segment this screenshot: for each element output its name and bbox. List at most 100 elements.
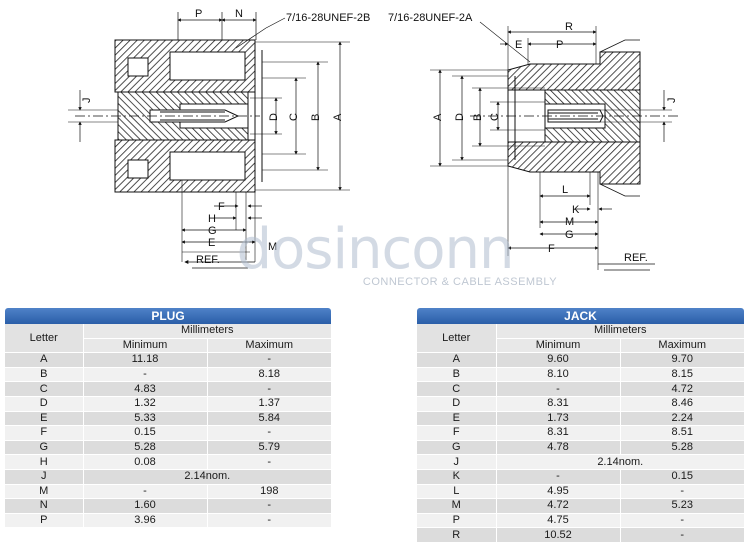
jack-thread-label: 7/16-28UNEF-2A [388,12,473,24]
maximum-cell: - [207,454,332,470]
letter-cell: B [417,367,497,383]
minimum-cell: 8.31 [496,396,621,412]
letter-cell: M [5,484,84,500]
plug-letter-header: Letter [5,324,84,354]
maximum-cell: 5.79 [207,440,332,456]
minimum-cell: 1.32 [83,396,208,412]
connector-drawings: 7/16-28UNEF-2B P N D C B A J F H G E M R… [68,8,680,271]
plug-dim-p: P [195,8,202,20]
letter-cell: F [5,425,84,441]
jack-dim-j: J [666,98,678,104]
jack-dim-c: C [489,113,501,121]
letter-cell: J [417,454,497,470]
plug-min-header: Minimum [83,338,208,354]
jack-dimension-table: JACK Letter Millimeters Minimum Maximum … [417,308,744,543]
maximum-cell: 8.15 [620,367,744,383]
maximum-cell: 4.72 [620,381,744,397]
table-row: C-4.72 [417,381,744,397]
maximum-cell: 8.51 [620,425,744,441]
letter-cell: A [5,352,84,368]
letter-cell: E [417,411,497,427]
maximum-cell: 2.24 [620,411,744,427]
letter-cell: G [5,440,84,456]
minimum-cell: - [83,367,208,383]
table-row: K-0.15 [417,469,744,485]
letter-cell: L [417,484,497,500]
plug-thread-label: 7/16-28UNEF-2B [286,12,370,24]
maximum-cell: 8.46 [620,396,744,412]
minimum-cell: - [83,484,208,500]
letter-cell: C [5,381,84,397]
minimum-cell: 1.60 [83,498,208,514]
maximum-cell: - [207,425,332,441]
letter-cell: N [5,498,84,514]
letter-cell: E [5,411,84,427]
maximum-cell: - [620,484,744,500]
minimum-cell: 4.95 [496,484,621,500]
minimum-cell: 9.60 [496,352,621,368]
jack-unit-header: Millimeters [496,324,744,339]
jack-dim-g: G [565,229,574,241]
minimum-cell: 8.10 [496,367,621,383]
minimum-cell: - [496,469,621,485]
minimum-cell: 0.08 [83,454,208,470]
jack-upper-body [507,51,641,91]
letter-cell: B [5,367,84,383]
letter-cell: D [417,396,497,412]
maximum-cell: 9.70 [620,352,744,368]
minimum-cell: 10.52 [496,527,621,543]
minimum-cell: 4.72 [496,498,621,514]
jack-dim-k: K [572,204,580,216]
table-row: M-198 [5,484,332,500]
jack-letter-header: Letter [417,324,497,354]
jack-drawing [430,21,680,271]
plug-dim-j: J [81,98,93,104]
plug-center-pin [149,109,240,123]
plug-dim-g: G [208,225,217,237]
maximum-cell: - [207,352,332,368]
plug-upper-nut [127,57,149,77]
nominal-cell: 2.14nom. [496,454,744,470]
minimum-cell: - [496,381,621,397]
maximum-cell: 198 [207,484,332,500]
letter-cell: C [417,381,497,397]
plug-dim-f: F [218,201,225,213]
jack-dim-l: L [562,184,568,196]
minimum-cell: 4.75 [496,513,621,529]
jack-max-header: Maximum [620,338,744,354]
minimum-cell: 3.96 [83,513,208,529]
plug-dim-n: N [235,8,243,20]
maximum-cell: 0.15 [620,469,744,485]
minimum-cell: 4.78 [496,440,621,456]
jack-dim-p: P [556,39,563,51]
letter-cell: F [417,425,497,441]
jack-dim-a: A [432,113,444,121]
jack-min-header: Minimum [496,338,621,354]
minimum-cell: 4.83 [83,381,208,397]
maximum-cell: 8.18 [207,367,332,383]
plug-drawing [68,12,350,269]
jack-ref-label: REF. [624,252,648,264]
jack-table-title: JACK [417,308,744,324]
minimum-cell: 11.18 [83,352,208,368]
jack-dim-e: E [515,39,522,51]
plug-upper-cavity [169,51,246,81]
plug-dim-h: H [208,213,216,225]
maximum-cell: 5.28 [620,440,744,456]
